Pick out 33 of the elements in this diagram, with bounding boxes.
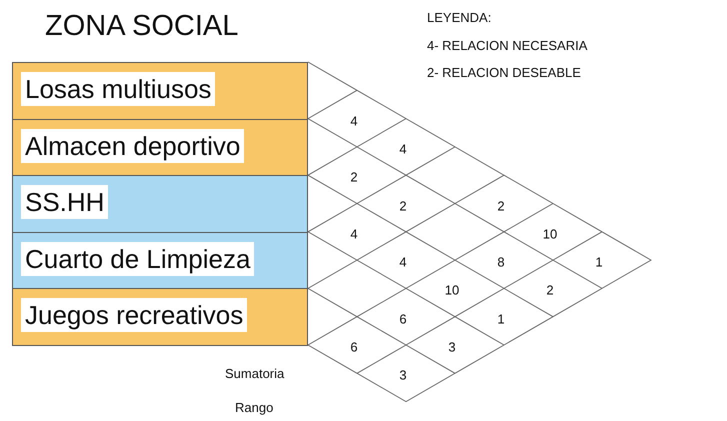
title: ZONA SOCIAL [45,10,238,43]
space-name: Juegos recreativos [21,298,248,332]
matrix-value: 10 [542,226,558,242]
zone-band [12,232,308,290]
matrix-value: 4 [399,254,407,270]
legend-entry: 2- RELACION DESEABLE [427,65,581,80]
legend-entry: 4- RELACION NECESARIA [427,38,588,53]
row-heading: Rango [235,400,274,415]
matrix-value: 2 [350,170,358,185]
matrix-value: 2 [546,282,554,298]
space-name: Almacen deportivo [21,128,244,163]
zone-band [12,118,308,176]
matrix-value: 4 [350,226,358,242]
matrix-value: 3 [448,340,456,354]
space-name: Losas multiusos [21,72,216,106]
zone-band [12,175,308,233]
zone-band [12,288,308,346]
matrix-value: 6 [399,311,407,326]
space-name: SS.HH [21,185,108,220]
matrix-value: 1 [595,254,603,270]
space-name: Cuarto de Limpieza [21,242,254,276]
matrix-value: 8 [497,254,505,270]
zone-band [12,62,308,120]
matrix-value: 6 [350,340,358,354]
matrix-value: 4 [399,141,407,156]
legend-heading: LEYENDA: [427,10,492,25]
matrix-value: 4 [350,113,358,128]
row-heading: Sumatoria [225,366,284,381]
matrix-value: 1 [497,311,505,326]
matrix-value: 2 [399,198,407,213]
matrix-value: 2 [497,198,505,213]
matrix-value: 10 [444,282,460,298]
matrix-value: 3 [399,368,407,383]
